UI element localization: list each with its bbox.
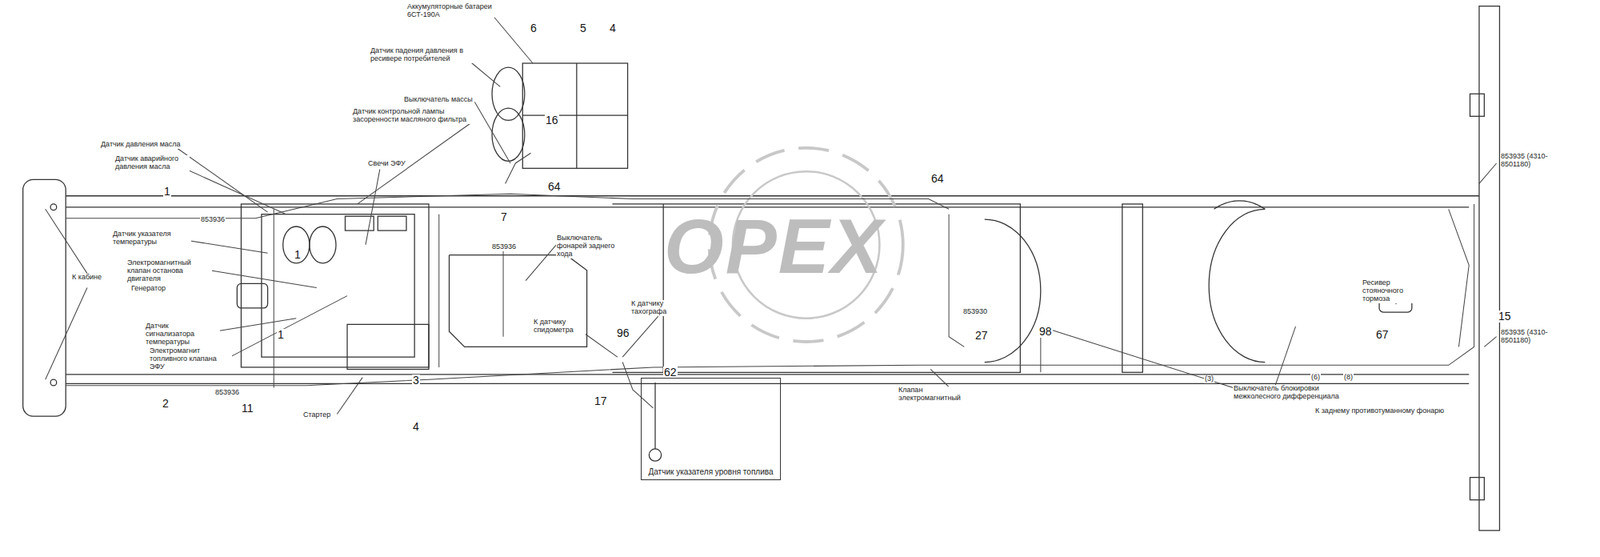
callout-text: Клапан электромагнитный xyxy=(897,386,963,403)
callout-text: К заднему противотуманному фонарю xyxy=(1314,407,1445,416)
callout-number: 3 xyxy=(412,374,420,387)
callout-text: 853935 (4310-8501180) xyxy=(1500,152,1555,169)
watermark: OPEX xyxy=(663,204,885,289)
callout-number: 64 xyxy=(930,172,945,185)
callout-number: 1 xyxy=(163,185,172,198)
callout-number: 16 xyxy=(544,114,560,127)
callout-text: К датчику спидометра xyxy=(532,318,586,335)
callout-number: 4 xyxy=(412,420,420,433)
callout-number: 11 xyxy=(240,402,255,415)
callout-text: Датчик давления масла xyxy=(100,140,182,149)
callout-text: 853930 xyxy=(962,308,988,316)
callout-number: 15 xyxy=(1497,310,1512,323)
callout-number: 67 xyxy=(1375,328,1390,341)
callout-text: 853936 xyxy=(200,216,226,224)
callout-text: Датчик аварийного давления масла xyxy=(114,155,190,172)
callout-number: 98 xyxy=(1038,325,1053,338)
callout-text: Выключатель массы xyxy=(403,96,474,104)
callout-text: К кабине xyxy=(71,273,103,282)
callout-number: 96 xyxy=(616,327,631,340)
callout-number: 7 xyxy=(500,211,508,224)
fuel-sensor-box: Датчик указателя уровня топлива xyxy=(640,377,781,480)
callout-text: Датчик указателя температуры xyxy=(112,230,192,247)
callout-text: (8) xyxy=(1343,373,1354,382)
callout-text: К датчику тахографа xyxy=(630,300,681,316)
callout-text: Электромагнит топливного клапана ЭФУ xyxy=(148,347,232,372)
callout-text: Ресивер стояночного тормоза xyxy=(1361,279,1420,304)
callout-text: Датчик сигнализатора температуры xyxy=(144,322,220,347)
callout-text: Выключатель блокировки межколесного дифф… xyxy=(1232,384,1341,401)
callout-text: 853936 xyxy=(214,388,240,397)
callout-text: (6) xyxy=(1310,373,1321,382)
node-text: Датчик указателя уровня топлива xyxy=(644,467,777,476)
callout-number: 17 xyxy=(593,395,608,408)
callout-number: 2 xyxy=(161,397,170,410)
callout-number: 6 xyxy=(529,22,538,35)
callout-text: Свечи ЭФУ xyxy=(367,160,407,168)
callout-text: Электромагнитный клапан останова двигате… xyxy=(126,259,212,284)
callout-text: 853935 (4310-8501180) xyxy=(1500,328,1555,345)
callout-number: 1 xyxy=(293,248,302,261)
callout-number: 64 xyxy=(547,180,562,193)
callout-text: Аккумуляторные батареи 6СТ-190А xyxy=(406,3,495,20)
callout-text: Генератор xyxy=(130,284,167,293)
callout-number: 1 xyxy=(276,328,285,341)
callout-number: 5 xyxy=(579,22,588,35)
callout-text: Датчик падения давления в ресивере потре… xyxy=(369,47,474,64)
callout-text: Датчик контрольной лампы засоренности ма… xyxy=(352,108,475,124)
callout-text: 853936 xyxy=(491,243,517,252)
callout-text: Выключатель фонарей заднего хода xyxy=(556,234,632,259)
callout-text: Стартер xyxy=(302,411,332,420)
callout-number: 27 xyxy=(974,329,989,342)
callout-text: (3) xyxy=(1204,375,1215,384)
callout-number: 4 xyxy=(608,22,617,35)
